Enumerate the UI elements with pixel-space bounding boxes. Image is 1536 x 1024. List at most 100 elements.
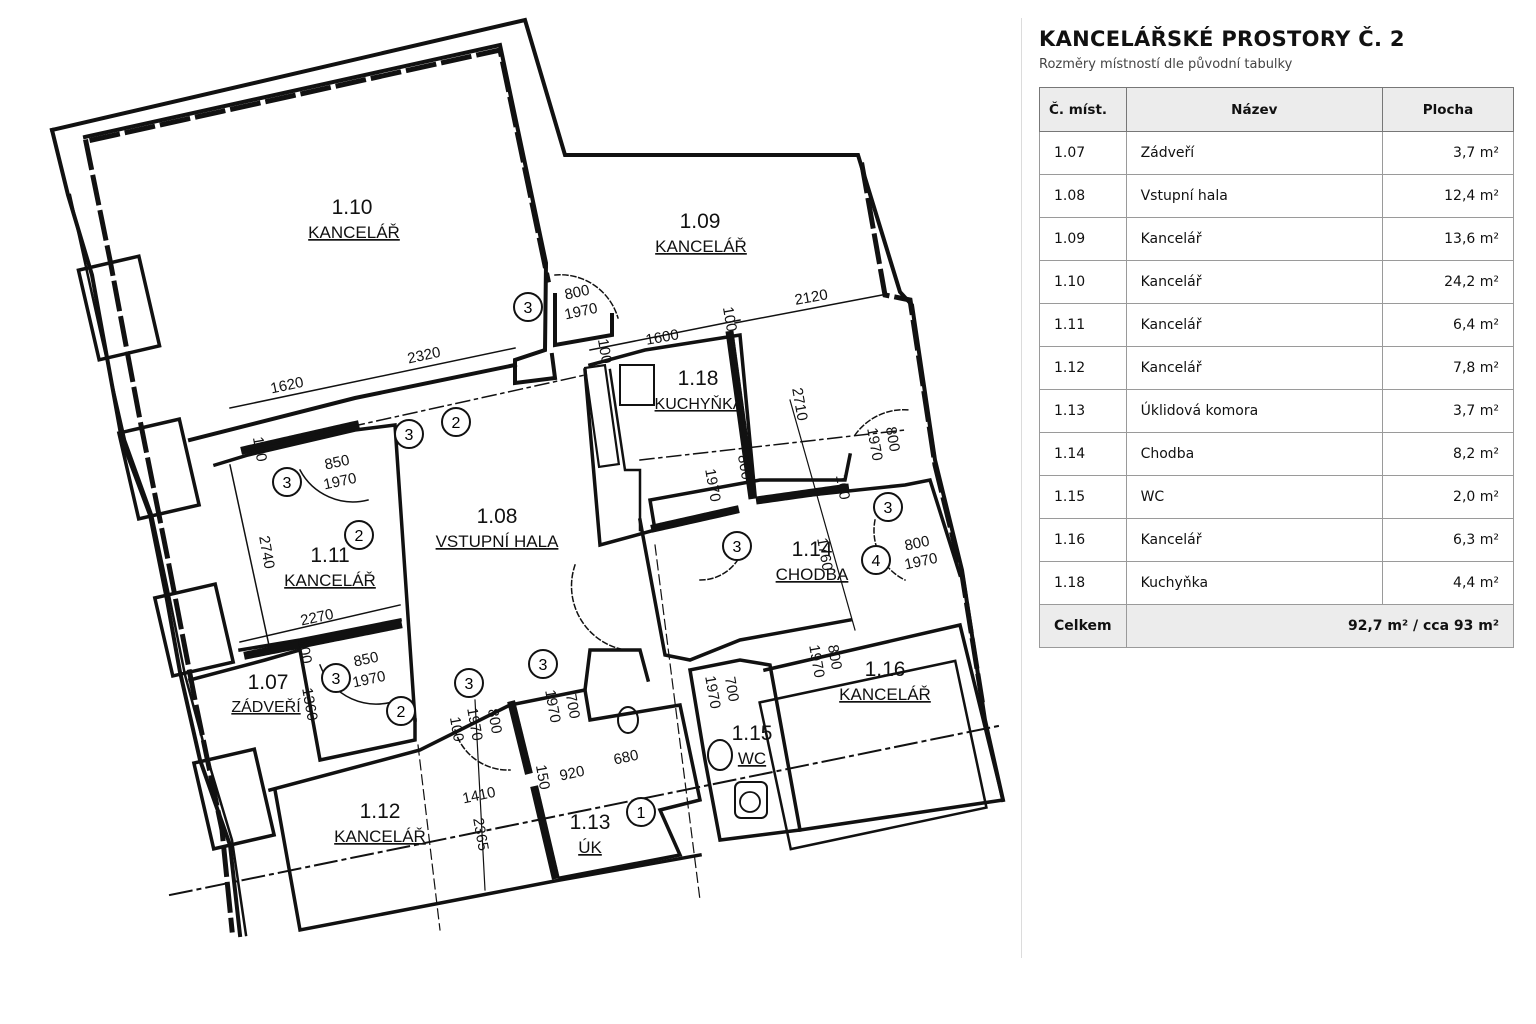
tag: 3	[873, 492, 903, 522]
wall-1-16-inner	[758, 659, 988, 851]
hatched-wall	[755, 483, 850, 505]
room-name: VSTUPNÍ HALA	[436, 532, 559, 551]
dim-label: 920	[558, 763, 586, 785]
dim-line	[734, 294, 883, 324]
door-width: 850	[323, 452, 351, 474]
room-number: 1.14	[792, 538, 833, 561]
dim-label: 1620	[269, 374, 305, 398]
door-width: 850	[352, 649, 380, 671]
room-number: 1.15	[732, 722, 773, 745]
room-area-cell: 24,2 m²	[1382, 260, 1514, 304]
room-name-cell: Vstupní hala	[1125, 174, 1384, 218]
room-number-cell: 1.15	[1039, 475, 1127, 519]
tag: 3	[394, 419, 424, 449]
room-name: CHODBA	[776, 565, 849, 584]
dim-label: 1410	[461, 784, 497, 808]
room-name: KUCHYŇKA	[655, 394, 744, 413]
dim-label: 2270	[299, 606, 335, 630]
hatched-wall	[507, 700, 533, 775]
wall-kitchen	[587, 332, 757, 497]
dim-label: 1600	[644, 326, 680, 349]
room-area-cell: 13,6 m²	[1382, 217, 1514, 261]
tag: 1	[626, 797, 656, 827]
door-height: 1970	[541, 688, 564, 724]
guide-line	[474, 699, 486, 891]
room-number: 1.11	[310, 544, 349, 567]
wall-1-12-bottom	[272, 787, 703, 933]
dim-label: 100	[294, 637, 315, 665]
wall-1-11	[212, 423, 417, 722]
dim-line	[229, 464, 271, 651]
room-name: KANCELÁŘ	[284, 571, 376, 590]
room-name: WC	[738, 749, 766, 768]
door-width: 800	[563, 282, 591, 304]
dim-line	[229, 347, 516, 409]
room-number-cell: 1.14	[1039, 432, 1127, 476]
room-name: KANCELÁŘ	[839, 685, 931, 704]
tag: 3	[321, 663, 351, 693]
room-name: ÚK	[578, 838, 602, 857]
pillar	[76, 254, 162, 362]
room-name-cell: Kancelář	[1125, 260, 1384, 304]
room-name: KANCELÁŘ	[334, 827, 426, 846]
dim-label: 2120	[793, 286, 829, 309]
dim-label: 2710	[788, 386, 811, 422]
room-number: 1.13	[570, 811, 611, 834]
wall-1-16	[762, 622, 1006, 832]
wall-1-13	[557, 687, 703, 881]
door-height: 1970	[563, 300, 599, 324]
svg-text:3: 3	[465, 676, 474, 693]
room-name-cell: Kancelář	[1125, 303, 1384, 347]
outer-wall-dash	[89, 47, 551, 283]
door-width: 800	[734, 453, 755, 481]
panel-divider	[1021, 18, 1022, 958]
room-name: KANCELÁŘ	[655, 237, 747, 256]
page-title: KANCELÁŘSKÉ PROSTORY Č. 2	[1039, 27, 1405, 51]
svg-text:2: 2	[397, 704, 406, 721]
room-area-cell: 3,7 m²	[1382, 389, 1514, 433]
room-number-cell: 1.08	[1039, 174, 1127, 218]
tag: 2	[344, 520, 374, 550]
dim-label: 2740	[255, 534, 278, 570]
door-height: 1970	[701, 467, 724, 503]
wall-1-10-bottom	[187, 362, 518, 443]
door-width: 800	[903, 533, 931, 555]
svg-text:2: 2	[355, 528, 364, 545]
hatched-wall	[650, 505, 740, 533]
svg-text:3: 3	[539, 657, 548, 674]
guide-line	[639, 429, 906, 461]
door-height: 1970	[805, 643, 828, 679]
hatched-wall	[530, 785, 560, 880]
room-number-cell: 1.07	[1039, 131, 1127, 175]
svg-text:3: 3	[884, 500, 893, 517]
door-width: 800	[824, 643, 845, 671]
pillar	[116, 417, 202, 521]
dim-label: 150	[532, 763, 553, 791]
tag-markers: 3 2 3 3 2 3 2 3 3 3 3 1 4	[272, 292, 903, 827]
tag: 2	[386, 696, 416, 726]
door-swing	[298, 468, 369, 503]
svg-text:3: 3	[283, 475, 292, 492]
room-name-cell: Chodba	[1125, 432, 1384, 476]
door-width: 700	[721, 675, 742, 703]
table-total-row: Celkem 92,7 m² / cca 93 m²	[1039, 604, 1515, 648]
svg-text:3: 3	[524, 300, 533, 317]
door-width: 800	[882, 425, 903, 453]
tag: 3	[272, 467, 302, 497]
svg-text:1: 1	[637, 805, 646, 822]
room-area-cell: 3,7 m²	[1382, 131, 1514, 175]
pillar	[191, 747, 277, 851]
info-panel: KANCELÁŘSKÉ PROSTORY Č. 2 Rozměry místno…	[1039, 26, 1515, 73]
tag: 3	[722, 531, 752, 561]
room-area-cell: 4,4 m²	[1382, 561, 1514, 605]
svg-text:3: 3	[332, 671, 341, 688]
wall-1-09-inner	[553, 293, 614, 348]
dim-line	[589, 319, 741, 351]
room-number-cell: 1.18	[1039, 561, 1127, 605]
total-value: 92,7 m² / cca 93 m²	[1125, 604, 1515, 648]
